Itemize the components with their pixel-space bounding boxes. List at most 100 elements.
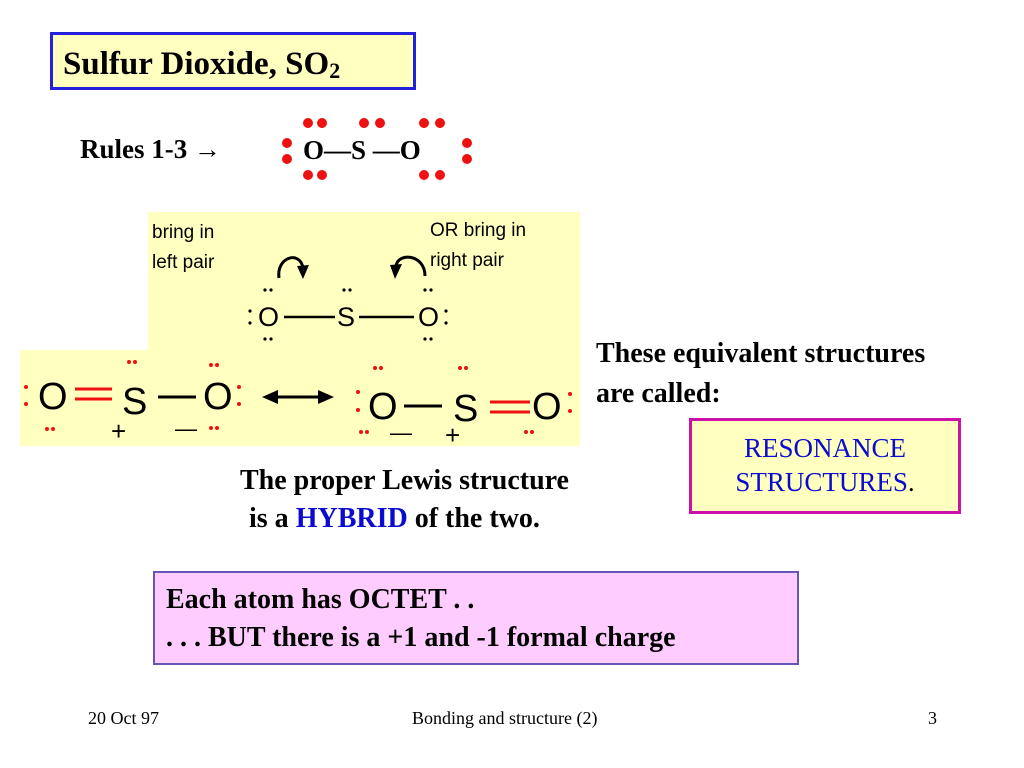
hybrid-line1: The proper Lewis structure: [240, 465, 569, 496]
lone-pair-dot: [133, 360, 137, 364]
lone-pair-dot: [423, 288, 427, 292]
lone-pair-dot: [51, 427, 55, 431]
top-bond-right: —: [366, 135, 400, 165]
resonance-period: .: [907, 467, 915, 497]
lone-pair-dot: [248, 309, 252, 313]
lone-pair-dot: [464, 366, 468, 370]
lone-pair-dot: [356, 390, 360, 394]
note-right: OR bring in right pair: [430, 216, 526, 276]
resonance-line1: RESONANCE: [743, 433, 906, 463]
octet-box: Each atom has OCTET . . . . . BUT there …: [153, 571, 799, 665]
top-atom-o-left: O: [303, 135, 325, 165]
note-left-line1: bring in: [152, 222, 215, 243]
lone-pair-dot: [419, 118, 429, 128]
lone-pair-dot: [24, 402, 28, 406]
lone-pair-dot: [419, 170, 429, 180]
lone-pair-dot: [435, 118, 445, 128]
res-left-charge-s: +: [111, 416, 127, 446]
lone-pair-dot: [524, 430, 528, 434]
slide-title: Sulfur Dioxide, SO2: [50, 32, 416, 90]
res-left-atom-o2: O: [203, 376, 233, 418]
lone-pair-dot: [282, 154, 292, 164]
rules-label: Rules 1-3 →: [80, 134, 221, 164]
res-left-atom-o1: O: [38, 376, 68, 418]
lone-pair-dot: [215, 426, 219, 430]
lone-pair-dot: [303, 118, 313, 128]
lone-pair-dot: [248, 321, 252, 325]
octet-line1: Each atom has OCTET . .: [166, 584, 475, 615]
hybrid-pre: is a: [249, 503, 296, 534]
lone-pair-dot: [444, 309, 448, 313]
note-right-line1: OR bring in: [430, 220, 527, 241]
footer-date: 20 Oct 97: [88, 708, 159, 728]
top-atom-o-right: O: [399, 135, 421, 165]
lone-pair-dot: [45, 427, 49, 431]
lone-pair-dot: [215, 363, 219, 367]
res-right-atom-o2: O: [532, 386, 562, 428]
lone-pair-dot: [423, 337, 427, 341]
lone-pair-dot: [568, 392, 572, 396]
lone-pair-dot: [429, 337, 433, 341]
curved-arrow-left-icon: [277, 256, 305, 279]
title-subscript: 2: [329, 58, 341, 83]
hybrid-line2: is a HYBRID of the two.: [240, 500, 569, 538]
middle-atom-o-right: O: [418, 302, 440, 332]
res-left-charge-o2: —: [175, 416, 197, 441]
hybrid-post: of the two.: [407, 503, 540, 534]
lone-pair-dot: [317, 170, 327, 180]
lone-pair-dot: [568, 409, 572, 413]
lone-pair-dot: [375, 118, 385, 128]
lone-pair-dot: [444, 321, 448, 325]
lone-pair-dot: [209, 426, 213, 430]
lone-pair-dot: [263, 288, 267, 292]
lone-pair-dot: [303, 170, 313, 180]
note-left: bring in left pair: [152, 218, 214, 278]
res-right-atom-o1: O: [368, 386, 398, 428]
equivalent-line1: These equivalent structures: [596, 338, 926, 369]
octet-line2: . . . BUT there is a +1 and -1 formal ch…: [166, 622, 676, 653]
resonance-word: STRUCTURES: [735, 467, 908, 497]
footer-subject: Bonding and structure (2): [412, 708, 598, 728]
middle-atom-s: S: [337, 302, 356, 332]
lone-pair-dot: [348, 288, 352, 292]
lone-pair-dot: [127, 360, 131, 364]
title-text: Sulfur Dioxide, SO: [63, 46, 330, 82]
hybrid-text: The proper Lewis structure is a HYBRID o…: [240, 462, 569, 538]
top-formula: O—S —O: [303, 135, 421, 166]
hybrid-word: HYBRID: [295, 503, 408, 534]
lone-pair-dot: [209, 363, 213, 367]
resonance-double-arrow-icon: [262, 390, 334, 404]
resonance-structures-box: RESONANCE STRUCTURES.: [689, 418, 961, 514]
lone-pair-dot: [356, 408, 360, 412]
lone-pair-dot: [530, 430, 534, 434]
lone-pair-dot: [269, 288, 273, 292]
lone-pair-dot: [429, 288, 433, 292]
lone-pair-dot: [342, 288, 346, 292]
middle-atom-o-left: O: [258, 302, 280, 332]
yellow-panel-upper: [148, 212, 580, 352]
lone-pair-dot: [282, 138, 292, 148]
res-right-charge-s: +: [445, 420, 461, 450]
curved-arrow-right-icon: [394, 255, 427, 277]
lone-pair-dot: [435, 170, 445, 180]
lone-pair-dot: [317, 118, 327, 128]
top-atom-s: S: [351, 135, 367, 165]
lone-pair-dot: [269, 337, 273, 341]
lone-pair-dot: [263, 337, 267, 341]
lone-pair-dot: [365, 430, 369, 434]
note-right-line2: right pair: [430, 250, 504, 271]
lone-pair-dot: [359, 118, 369, 128]
res-right-charge-o1: —: [390, 420, 412, 445]
lone-pair-dot: [373, 366, 377, 370]
lone-pair-dot: [24, 385, 28, 389]
equivalent-structures-text: These equivalent structures are called:: [596, 334, 925, 414]
lone-pair-dot: [379, 366, 383, 370]
lone-pair-dot: [462, 154, 472, 164]
res-right-atom-s: S: [453, 388, 479, 430]
note-left-line2: left pair: [152, 252, 215, 273]
lone-pair-dot: [458, 366, 462, 370]
